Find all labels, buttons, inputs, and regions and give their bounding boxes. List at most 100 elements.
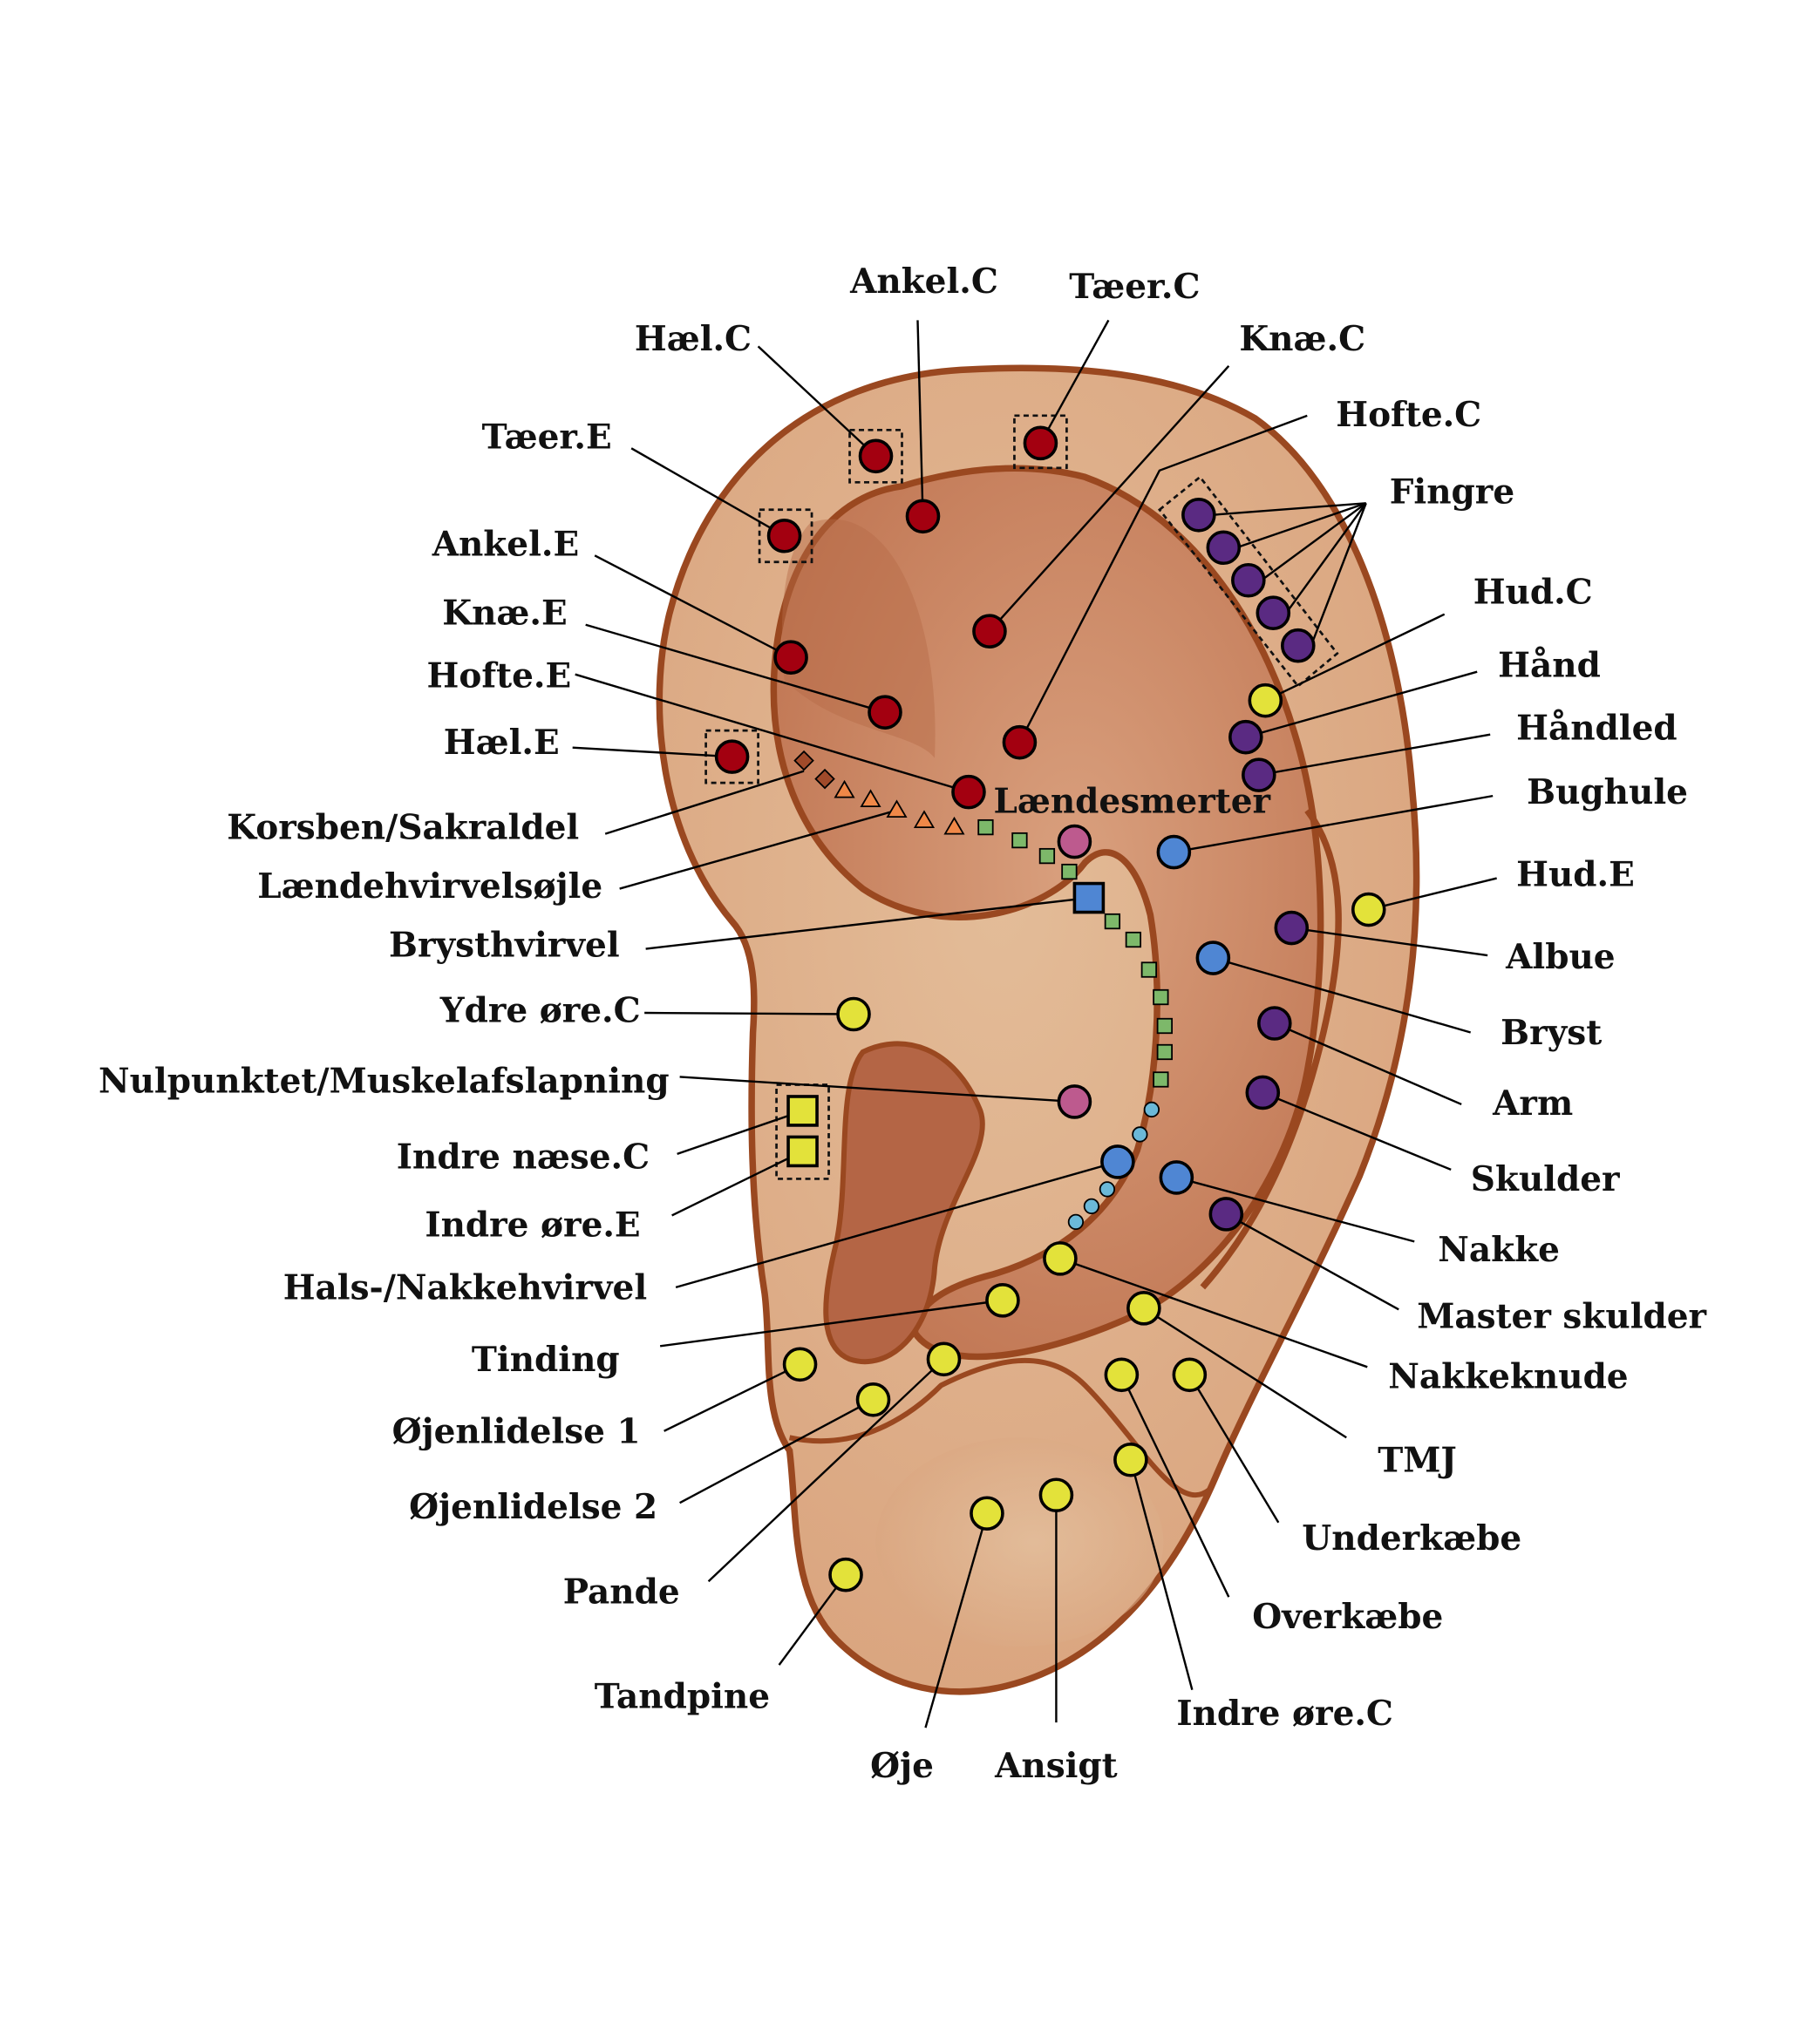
leader-line [1261,502,1367,581]
label-bughule: Bughule [1527,772,1688,812]
hael-e-marker [714,739,750,774]
hofte-e-marker [951,774,986,810]
dashed-group-box [1013,414,1068,470]
fingre-marker [1256,595,1291,631]
hael-c-marker [858,438,894,474]
oejenlidelse-1-marker [782,1347,818,1382]
lumbar-marker [913,810,936,829]
pink-marker [1057,824,1092,859]
leader-line [1262,1091,1452,1171]
label-tinding: Tinding [472,1340,620,1380]
ear-helix-rim [1200,808,1342,1290]
haandled-marker [1242,757,1276,792]
leader-line [1120,1374,1230,1598]
label-ydre-oere-c: Ydre øre.C [439,991,641,1031]
leader-line [572,746,732,758]
bryst-marker [1195,941,1231,975]
label-laendesmerter: Lændesmerter [993,782,1270,822]
taeer-e-marker [766,518,802,553]
label-nakke: Nakke [1438,1230,1560,1270]
leader-line [1258,733,1491,777]
lumbar-marker [886,799,908,818]
skulder-marker [1245,1075,1281,1110]
dashed-group-box [758,508,813,564]
label-arm: Arm [1492,1083,1573,1124]
label-hael-c: Hæl.C [635,319,752,359]
label-albue: Albue [1505,937,1615,977]
leader-line [1285,502,1367,614]
indre-oere-c-marker [1113,1442,1148,1477]
tmj-marker [1126,1291,1161,1326]
leader-line [1245,670,1478,738]
label-knae-e: Knæ.E [442,594,567,634]
label-indre-oere-c: Indre øre.C [1176,1694,1393,1734]
leader-line [1274,1022,1462,1106]
leader-line [575,673,970,793]
leader-line [677,1110,803,1156]
lumbar-marker [860,789,881,808]
label-oeje: Øje [870,1746,934,1786]
label-brysthvirvel: Brysthvirvel [389,926,620,966]
leader-line [757,345,877,458]
ydre-oere-c-marker [836,996,871,1032]
label-korsben: Korsben/Sakraldel [227,808,579,848]
dashed-group-box [848,428,903,484]
leader-line [679,1398,874,1504]
spine-markers [793,750,1174,1231]
fingre-marker [1280,628,1316,663]
leader-line [1059,1257,1368,1368]
points [714,425,1386,1592]
ear-lobe [788,1357,1211,1498]
thoracic-marker [1156,1017,1174,1035]
arm-marker [1257,1006,1292,1041]
label-taeer-e: Tæer.E [482,417,612,457]
thoracic-marker [1038,847,1056,865]
label-underkaebe: Underkæbe [1302,1518,1521,1558]
leader-line [1368,877,1497,911]
cervical-marker [1067,1213,1085,1231]
nakkeknude-marker [1043,1241,1078,1276]
tinding-marker [985,1283,1020,1318]
label-laendehvirvelsoejle: Lændehvirvelsøjle [257,866,602,907]
leader-line [619,809,897,890]
leader-line [1143,1307,1347,1439]
leader-line [989,365,1230,633]
taeer-c-marker [1023,425,1058,461]
dashed-group-boxes [704,414,1339,1180]
leader-line [1211,502,1366,516]
ear-triangular-fossa [781,519,936,758]
ear-illustration [656,364,1420,1695]
label-taeer-c: Tæer.C [1069,267,1200,307]
label-overkaebe: Overkæbe [1252,1597,1443,1637]
ear-concha [770,465,1324,1361]
leader-line [585,623,886,714]
label-bryst: Bryst [1501,1013,1602,1053]
ansigt-marker [1038,1477,1074,1513]
leader-line [671,1150,804,1217]
lumbar-marker [834,779,855,798]
leader-line [1129,1459,1194,1690]
ankel-c-marker [905,499,941,534]
label-master-skulder: Master skulder [1417,1296,1706,1336]
nulpunktet-marker [1057,1084,1092,1119]
thoracic-marker [1061,863,1078,880]
leader-lines [572,319,1497,1728]
leader-line [664,1363,801,1432]
sacral-marker [814,768,835,790]
leader-line [644,1011,854,1015]
label-haandled: Håndled [1516,709,1677,749]
label-ansigt: Ansigt [994,1746,1118,1786]
label-nulpunktet: Nulpunktet/Muskelafslapning [99,1061,670,1101]
leader-line [916,320,924,517]
thoracic-marker [1156,1043,1174,1061]
leader-line [675,1160,1119,1289]
thoracic-marker [1153,1071,1169,1088]
indre-oere-e-marker [786,1135,819,1168]
leader-line [1212,956,1472,1034]
label-skulder: Skulder [1471,1159,1620,1199]
leader-line [1176,1176,1415,1243]
hals-nakkehvirvel-marker [1100,1144,1135,1179]
label-oejenlidelse-1: Øjenlidelse 1 [392,1411,641,1451]
